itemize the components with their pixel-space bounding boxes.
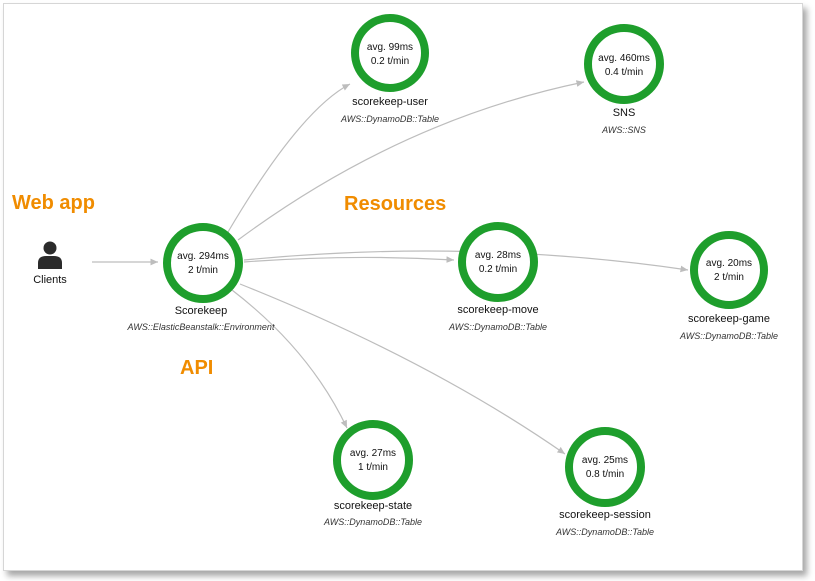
node-scorekeep-state[interactable]: avg. 27ms 1 t/min scorekeep-state AWS::D…: [323, 420, 422, 527]
node-rate: 0.8 t/min: [586, 469, 624, 480]
clients-node[interactable]: Clients: [33, 241, 67, 287]
node-type: AWS::SNS: [601, 125, 646, 135]
node-ring: [163, 223, 243, 303]
node-name: SNS: [613, 107, 636, 119]
edge-scorekeep-state: [231, 289, 348, 429]
edge-scorekeep-session: [239, 283, 566, 455]
user-icon: [38, 241, 62, 269]
node-ring: [565, 427, 645, 507]
node-name: Scorekeep: [175, 305, 228, 317]
node-ring: [351, 14, 429, 92]
node-ring: [333, 420, 413, 500]
node-type: AWS::DynamoDB::Table: [555, 527, 654, 537]
api-label: API: [180, 357, 213, 379]
edge-scorekeep-sns: [237, 80, 585, 241]
node-avg-latency: avg. 99ms: [367, 42, 413, 53]
node-avg-latency: avg. 460ms: [598, 53, 650, 64]
node-avg-latency: avg. 294ms: [177, 251, 229, 262]
node-avg-latency: avg. 20ms: [706, 258, 752, 269]
node-avg-latency: avg. 25ms: [582, 455, 628, 466]
node-avg-latency: avg. 28ms: [475, 250, 521, 261]
node-avg-latency: avg. 27ms: [350, 448, 396, 459]
node-rate: 0.2 t/min: [371, 56, 409, 67]
node-name: scorekeep-move: [457, 304, 538, 316]
node-ring: [458, 222, 538, 302]
node-ring: [690, 231, 768, 309]
node-name: scorekeep-state: [334, 500, 412, 512]
node-rate: 1 t/min: [358, 462, 388, 473]
node-scorekeep-game[interactable]: avg. 20ms 2 t/min scorekeep-game AWS::Dy…: [679, 231, 778, 341]
node-rate: 0.2 t/min: [479, 264, 517, 275]
node-type: AWS::DynamoDB::Table: [340, 114, 439, 124]
node-sns[interactable]: avg. 460ms 0.4 t/min SNS AWS::SNS: [584, 24, 664, 135]
node-scorekeep-move[interactable]: avg. 28ms 0.2 t/min scorekeep-move AWS::…: [448, 222, 547, 332]
node-type: AWS::DynamoDB::Table: [323, 517, 422, 527]
edge-scorekeep-move: [243, 256, 455, 263]
clients-label: Clients: [33, 274, 67, 286]
edge-scorekeep-user: [227, 83, 351, 233]
node-ring: [584, 24, 664, 104]
node-rate: 0.4 t/min: [605, 67, 643, 78]
node-scorekeep[interactable]: avg. 294ms 2 t/min Scorekeep AWS::Elasti…: [127, 223, 275, 332]
node-type: AWS::ElasticBeanstalk::Environment: [127, 322, 275, 332]
node-name: scorekeep-game: [688, 313, 770, 325]
resources-label: Resources: [344, 193, 446, 215]
node-type: AWS::DynamoDB::Table: [679, 331, 778, 341]
node-name: scorekeep-session: [559, 509, 651, 521]
node-rate: 2 t/min: [188, 265, 218, 276]
node-type: AWS::DynamoDB::Table: [448, 322, 547, 332]
node-scorekeep-user[interactable]: avg. 99ms 0.2 t/min scorekeep-user AWS::…: [340, 14, 439, 124]
node-name: scorekeep-user: [352, 96, 428, 108]
node-scorekeep-session[interactable]: avg. 25ms 0.8 t/min scorekeep-session AW…: [555, 427, 654, 537]
node-rate: 2 t/min: [714, 272, 744, 283]
web-app-label: Web app: [12, 192, 95, 214]
